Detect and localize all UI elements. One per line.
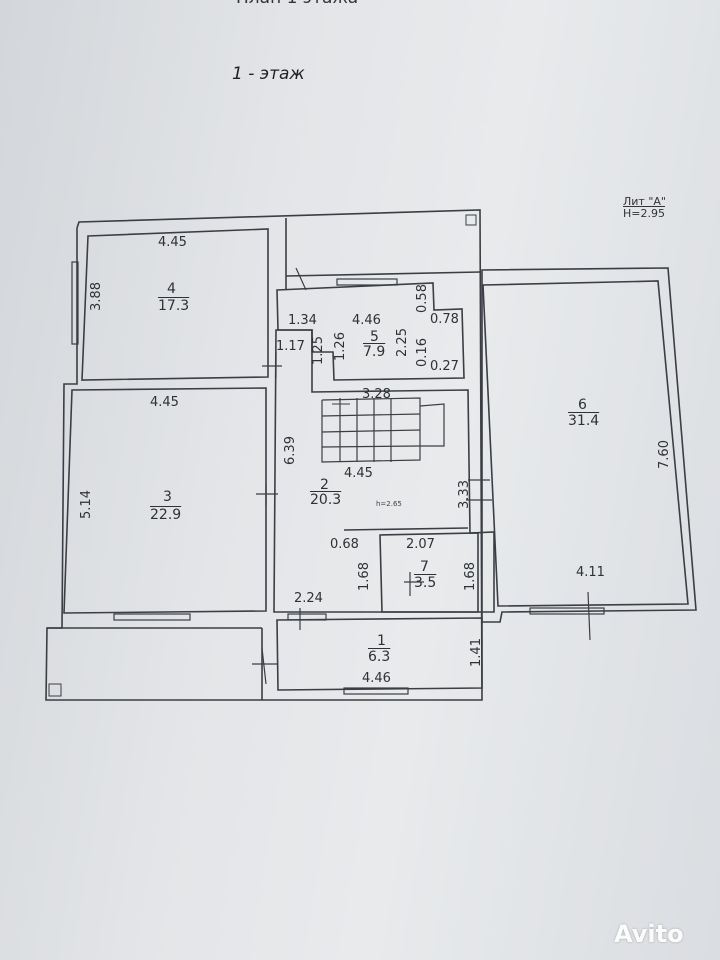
hall-divider [343,527,469,531]
dim-r5-width: 4.46 [352,313,381,328]
corner-mark-1 [465,214,477,226]
ceiling-height: h=2.65 [376,500,402,508]
avito-watermark: Avito [614,920,684,948]
dim-r2-side: 3.33 [456,480,472,509]
room-3-outline [63,387,267,614]
dim-r3-width: 4.45 [150,395,179,410]
dim-r4-width: 4.45 [158,235,187,250]
room-4-number: 4 [167,281,176,297]
corner-mark-2 [48,683,62,697]
dim-r2-height: 6.39 [282,436,298,465]
dim-r5-d: 1.26 [332,332,348,361]
dim-r1-width: 4.46 [362,671,391,686]
room-7-area: 3.5 [414,575,437,591]
dim-r2-width: 4.45 [344,466,373,481]
room-2-number: 2 [320,477,329,493]
dim-r5-e: 2.25 [394,328,410,357]
dim-r6-height: 7.60 [656,440,672,469]
dim-r5-g: 0.78 [430,312,459,327]
dim-stair: 3.28 [362,387,391,402]
room-1-area: 6.3 [368,649,391,665]
room-5-area: 7.9 [363,344,386,360]
room-1-outline [276,617,483,691]
liter-height: H=2.95 [623,207,665,220]
dim-r5-h: 0.16 [414,338,430,367]
floor-title: 1 - этаж [232,64,305,84]
room-1-number: 1 [377,633,386,649]
room-5-number: 5 [370,329,379,345]
upper-wall-2 [285,271,481,277]
room-4-area: 17.3 [158,298,190,314]
room-6-number: 6 [578,397,587,413]
room-6-outer [481,267,697,623]
room-7-number: 7 [420,559,429,575]
room-4-outline [81,228,269,381]
stair-steps [321,397,445,463]
room-6-outline [482,280,689,607]
dim-r5-c: 1.25 [310,336,326,365]
room-6-area: 31.4 [568,413,600,429]
room-7-outline [379,532,479,613]
dim-r4-height: 3.88 [88,282,104,311]
outer-wall-left-block [45,209,483,701]
liter-name: Лит "А" [623,195,666,208]
room-3-number: 3 [163,489,172,505]
dim-r7-left: 0.68 [330,537,359,552]
dim-r5-a: 1.34 [288,313,317,328]
dim-r7-left-h: 1.68 [356,562,372,591]
dim-r3-height: 5.14 [78,490,94,519]
dim-r7-height: 1.68 [462,562,478,591]
room-2-outline [273,329,495,613]
windows [71,261,605,695]
dim-r5-b: 1.17 [276,339,305,354]
room-3-area: 22.9 [150,507,182,523]
cut-off-title: План 1 этажа [236,0,358,8]
door-marks [252,267,591,685]
room-2-area: 20.3 [310,492,342,508]
dim-r7-width: 2.07 [406,537,435,552]
dim-r5-i: 0.27 [430,359,459,374]
dim-r2-bottom: 2.24 [294,591,323,606]
dim-r6-width: 4.11 [576,565,605,580]
liter-label: Лит "А" H=2.95 [623,196,666,220]
dim-r1-height: 1.41 [468,638,484,667]
dim-r5-f: 0.58 [414,284,430,313]
